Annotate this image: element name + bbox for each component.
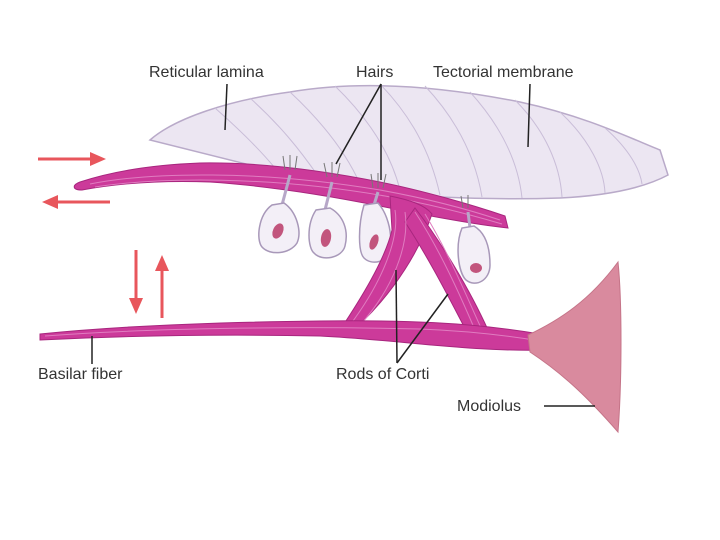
- leader-hairs-1: [335, 83, 382, 165]
- leader-tectorial-membrane: [527, 83, 531, 148]
- label-hairs: Hairs: [356, 64, 394, 81]
- basilar-fiber-shape: [39, 320, 546, 351]
- hair-cells: [258, 155, 491, 284]
- leader-rods-1: [395, 269, 398, 364]
- label-rods-of-corti: Rods of Corti: [336, 366, 430, 383]
- reticular-lamina-fibers: [89, 174, 503, 225]
- label-reticular-lamina: Reticular lamina: [149, 64, 264, 81]
- leader-reticular-lamina: [224, 83, 228, 131]
- hair-cell: [308, 162, 347, 259]
- arrow-down-icon: [129, 250, 143, 314]
- arrow-up-icon: [155, 255, 169, 318]
- tectorial-membrane-striations: [214, 83, 643, 199]
- hair-cell: [358, 173, 392, 263]
- rods-of-corti-shape: [338, 195, 489, 335]
- label-basilar-fiber: Basilar fiber: [38, 366, 123, 383]
- modiolus-shape: [527, 260, 622, 434]
- label-tectorial-membrane: Tectorial membrane: [433, 64, 574, 81]
- arrow-right-icon: [38, 152, 106, 166]
- hair-cell: [258, 155, 300, 254]
- reticular-lamina-shape: [73, 162, 509, 229]
- leader-lines: [91, 83, 595, 407]
- basilar-fiber-striations: [44, 327, 541, 342]
- hair-cell: [457, 195, 491, 284]
- arrow-left-icon: [42, 195, 110, 209]
- leader-rods-2: [396, 293, 449, 364]
- label-modiolus: Modiolus: [457, 398, 522, 415]
